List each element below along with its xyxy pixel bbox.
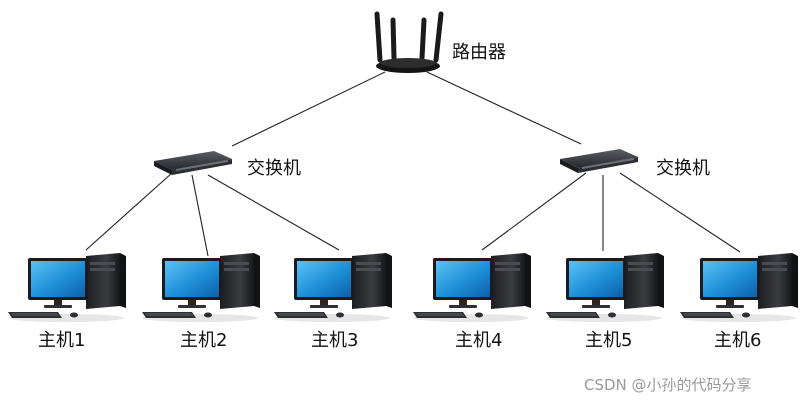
link-switch-host-6 bbox=[619, 172, 741, 253]
desktop-computer-icon bbox=[413, 253, 531, 322]
switch-label-right: 交换机 bbox=[656, 158, 710, 179]
host-label-1: 主机1 bbox=[38, 330, 86, 351]
link-router-switch-right bbox=[426, 71, 582, 145]
desktop-computer-icon bbox=[8, 253, 126, 322]
link-switch-host-4 bbox=[481, 172, 587, 251]
switch-icon bbox=[560, 149, 638, 173]
router-icon bbox=[374, 11, 444, 73]
host-label-4: 主机4 bbox=[455, 330, 503, 351]
desktop-computer-icon bbox=[680, 253, 798, 322]
switch-label-left: 交换机 bbox=[247, 158, 301, 179]
host-label-6: 主机6 bbox=[714, 330, 762, 351]
link-switch-host-3 bbox=[207, 174, 340, 251]
desktop-computer-icon bbox=[274, 253, 392, 322]
desktop-computer-icon bbox=[142, 253, 260, 322]
desktop-computer-icon bbox=[546, 253, 664, 322]
link-switch-host-2 bbox=[191, 174, 209, 257]
host-label-5: 主机5 bbox=[585, 330, 633, 351]
link-router-switch-left bbox=[231, 71, 386, 147]
switch-icon bbox=[154, 151, 232, 175]
link-switch-host-1 bbox=[85, 172, 173, 251]
host-label-2: 主机2 bbox=[180, 330, 228, 351]
watermark: CSDN @小孙的代码分享 bbox=[584, 376, 752, 394]
host-label-3: 主机3 bbox=[311, 330, 359, 351]
router-label: 路由器 bbox=[452, 42, 506, 63]
